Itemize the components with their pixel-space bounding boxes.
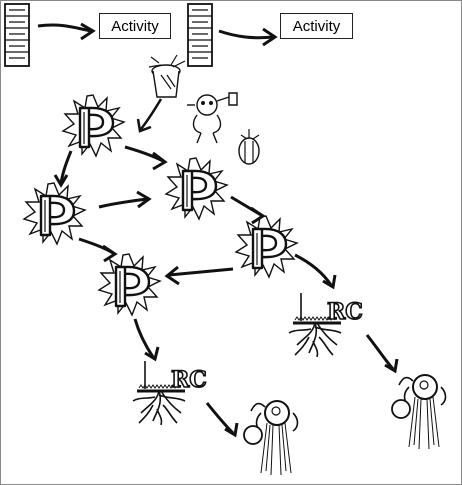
figure-with-flag-icon [187, 92, 238, 144]
arrow-p1-to-p2 [59, 150, 73, 184]
svg-text:RC: RC [327, 299, 363, 325]
p-node-1 [62, 94, 125, 157]
fruit-sketch-icon [238, 129, 260, 165]
rc-node-2: RC [131, 359, 208, 427]
paper-icon-1 [4, 3, 30, 67]
p-node-3 [165, 157, 228, 220]
p-node-5 [98, 253, 161, 316]
arrow-p1-to-p3 [124, 145, 164, 163]
arrow-paper-to-activity-1 [37, 23, 92, 33]
stump-sketch-icon [148, 54, 186, 98]
svg-text:RC: RC [171, 367, 207, 393]
arrow-doodle-to-p1 [140, 98, 163, 130]
arrow-p2-to-p3 [98, 197, 148, 209]
arrow-rc1-to-viewer1 [365, 334, 395, 370]
paper-icon-2 [187, 3, 213, 67]
arrowhead-1 [80, 22, 96, 41]
p-node-4 [235, 215, 298, 278]
viewer-figure-2 [243, 400, 299, 476]
arrow-rc2-to-viewer2 [205, 402, 235, 435]
arrow-p5-to-rc2 [133, 318, 155, 358]
arrow-p4-to-p5 [168, 267, 234, 277]
arrowhead-2 [262, 27, 278, 47]
arrow-p4-to-rc1 [294, 253, 333, 286]
viewer-figure-1 [391, 374, 447, 450]
p-node-2 [23, 182, 86, 245]
rc-node-1: RC [287, 291, 364, 359]
activity-box-2: Activity [280, 13, 353, 39]
activity-box-1: Activity [99, 13, 171, 39]
arrow-paper-to-activity-2 [218, 29, 274, 40]
